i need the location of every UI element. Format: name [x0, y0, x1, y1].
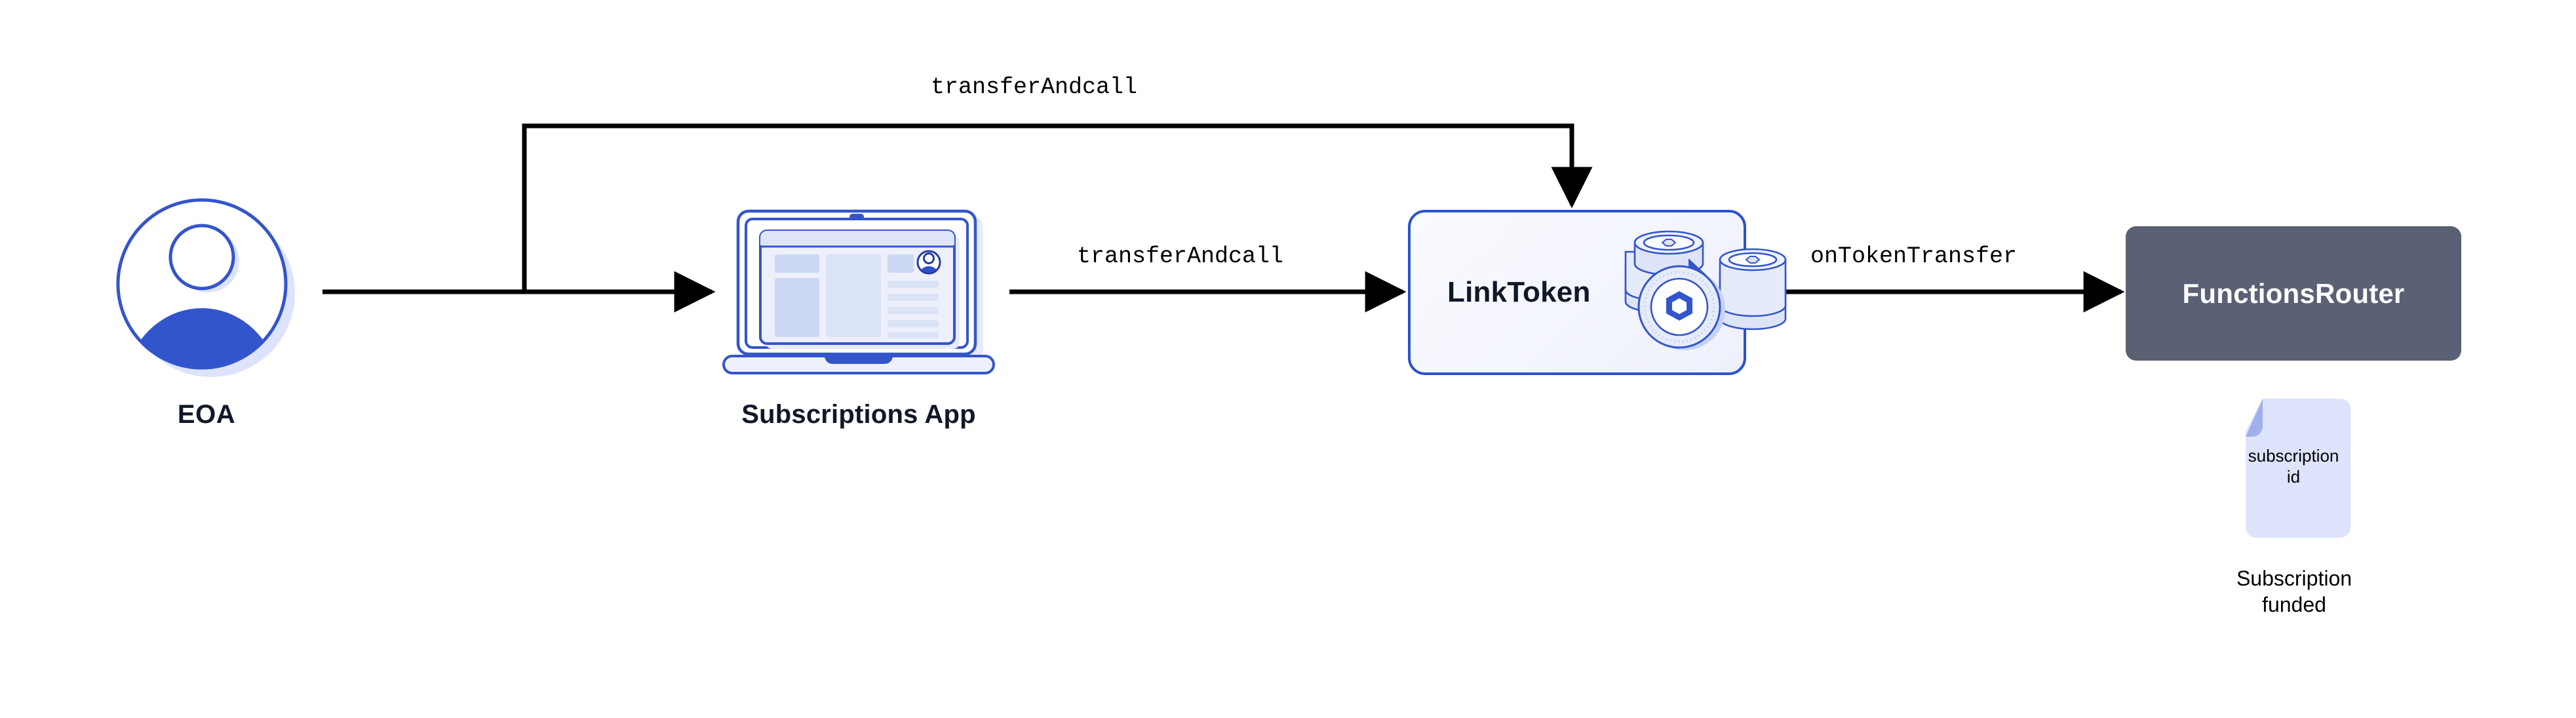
- edge-label-linktoken-to-router: onTokenTransfer: [1810, 243, 2018, 269]
- node-subscription-document-caption: Subscription funded: [2236, 567, 2352, 616]
- chainlink-coin-icon: [1637, 265, 1725, 350]
- link-coins-icon: [1624, 230, 1787, 350]
- laptop-icon: [722, 209, 995, 374]
- document-inner-label: subscription id: [2248, 446, 2339, 487]
- node-eoa: EOA: [111, 193, 302, 456]
- edge-label-app-to-linktoken: transferAndcall: [1077, 243, 1284, 269]
- node-link-token: LinkToken: [1408, 210, 1787, 375]
- node-functions-router: FunctionsRouter: [2126, 226, 2461, 361]
- node-eoa-label: EOA: [177, 400, 236, 429]
- node-subscriptions-app-label: Subscriptions App: [741, 400, 976, 429]
- edge-eoa-to-linktoken: [522, 123, 1593, 293]
- document-icon: [2246, 399, 2351, 538]
- node-subscriptions-app: Subscriptions App: [714, 190, 1016, 459]
- app-avatar-icon: [916, 250, 941, 275]
- edge-label-eoa-to-linktoken: transferAndcall: [931, 74, 1138, 100]
- functions-router-box: FunctionsRouter: [2126, 226, 2461, 361]
- node-link-token-label: LinkToken: [1447, 276, 1591, 308]
- node-functions-router-label: FunctionsRouter: [2182, 277, 2405, 309]
- node-subscription-document: subscription id Subscription funded: [2222, 393, 2366, 643]
- user-avatar-icon: [116, 198, 295, 377]
